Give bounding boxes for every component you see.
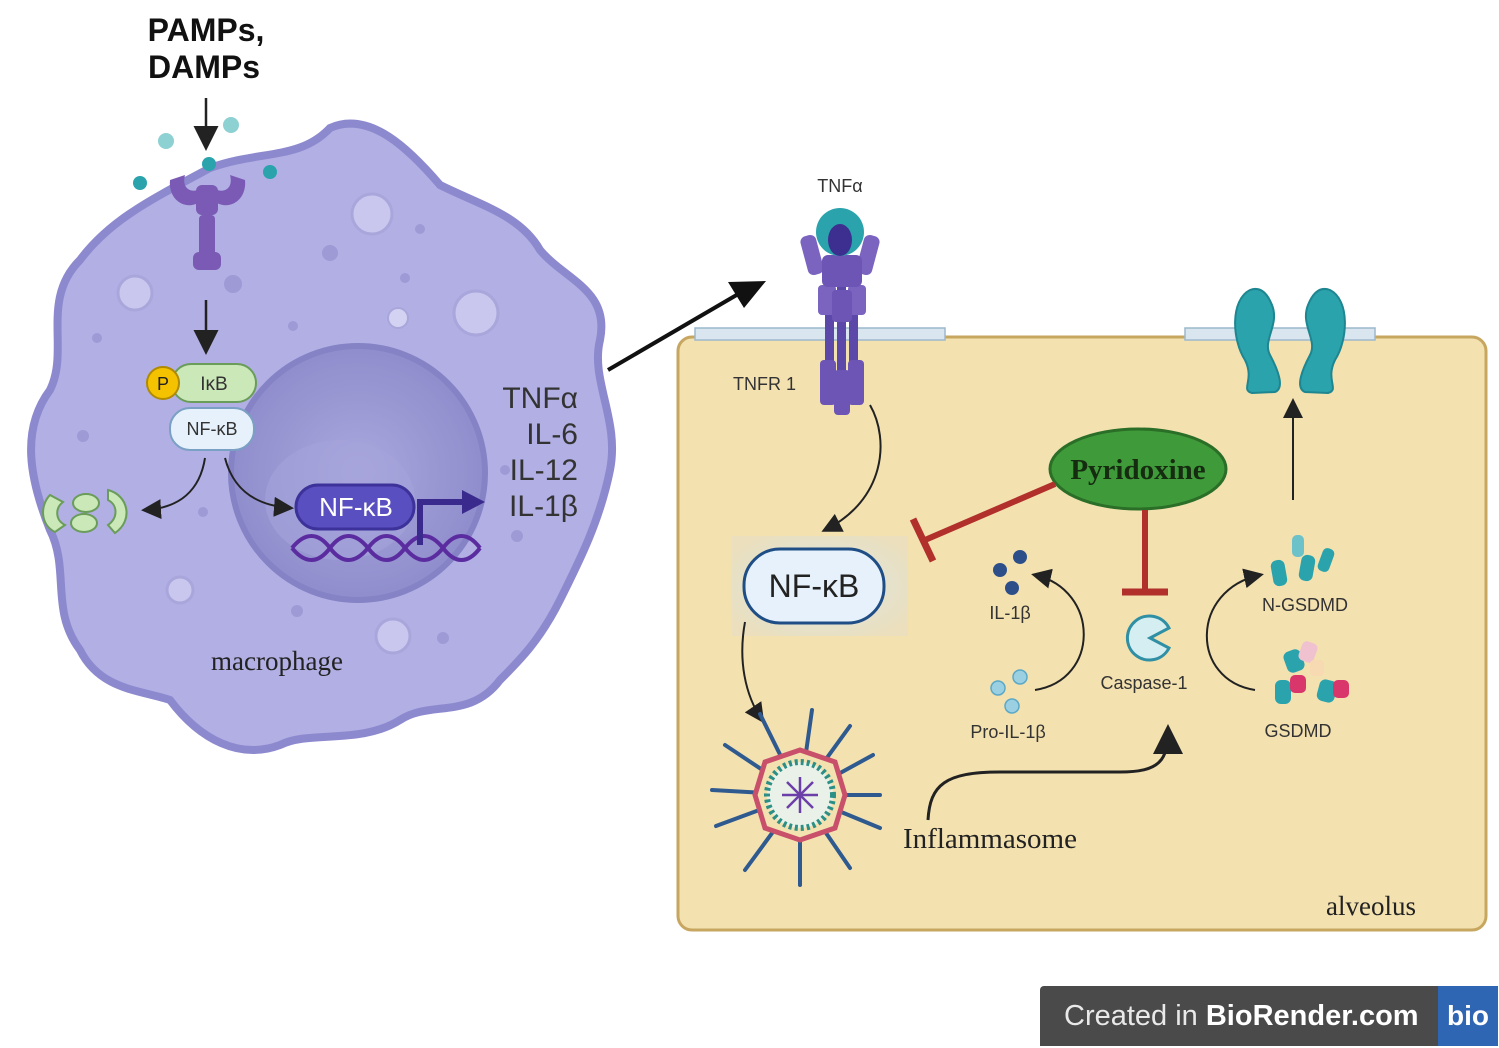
badge-text: Created in BioRender.com xyxy=(1040,1000,1438,1033)
vesicle xyxy=(387,307,409,329)
vesicle xyxy=(116,274,154,312)
cytokine-item: TNFα xyxy=(502,382,578,415)
biorender-badge[interactable]: Created in BioRender.com bio xyxy=(1040,986,1498,1046)
nfkb-box xyxy=(742,547,886,625)
il1b-icon xyxy=(993,550,1027,595)
vesicle xyxy=(165,575,195,605)
inflammasome-label: Inflammasome xyxy=(903,823,1077,855)
nfkb-complex-box xyxy=(169,407,255,451)
inflammasome-to-caspase-arrow xyxy=(926,724,1183,821)
dna-icon xyxy=(290,534,482,562)
pro-il1b-icon xyxy=(990,669,1028,714)
granule xyxy=(511,530,523,542)
gsdmd-pore-icon xyxy=(1234,287,1346,395)
degraded-ikb-icon xyxy=(42,488,128,535)
nfkb-nucleus-box xyxy=(294,483,416,531)
n-gsdmd-label: N-GSDMD xyxy=(1262,595,1348,615)
membrane-segment xyxy=(694,327,946,341)
secretion-arrow xyxy=(606,291,742,372)
cytokine-list: TNFα IL-6 IL-12 IL-1β xyxy=(502,382,578,523)
pamp-particle xyxy=(223,117,239,133)
tnfr1-label: TNFR 1 xyxy=(733,374,796,394)
transcription-arrow-icon xyxy=(417,499,465,545)
n-gsdmd-icon xyxy=(1270,535,1335,587)
pyridoxine-label: Pyridoxine xyxy=(1070,454,1205,486)
badge-prefix: Created in xyxy=(1064,999,1206,1032)
macrophage-cell: NF-κB IκB P NF-κB xyxy=(27,98,617,754)
pamp-particle xyxy=(133,176,147,190)
ikb-label: IκB xyxy=(200,374,227,395)
granule xyxy=(288,321,298,331)
tnfa-ligand-label: TNFα xyxy=(817,176,862,196)
secretion-arrowhead-icon xyxy=(728,281,766,308)
pamp-particle xyxy=(202,157,216,171)
alveolus-cell: TNFα TNFR 1 NF-κB xyxy=(676,176,1488,932)
tlr-receptor-icon xyxy=(169,175,246,270)
granule xyxy=(77,430,89,442)
vesicle xyxy=(350,192,394,236)
macrophage-label: macrophage xyxy=(211,646,343,676)
degradation-arrow xyxy=(141,457,206,520)
pamp-particle xyxy=(158,133,174,149)
nfkb-complex-label: NF-κB xyxy=(187,419,238,439)
gsdmd-label: GSDMD xyxy=(1265,721,1332,741)
granule xyxy=(291,605,303,617)
granule xyxy=(224,275,242,293)
granule xyxy=(400,273,410,283)
transcription-arrowhead-icon xyxy=(462,490,485,514)
stimulus-label-line1: PAMPs, xyxy=(148,12,265,48)
phospho-badge xyxy=(146,366,180,400)
granule xyxy=(415,224,425,234)
stimulus-label-line2: DAMPs xyxy=(148,49,260,85)
il1b-cleavage-arrow xyxy=(1031,568,1085,691)
inhibit-nfkb-bar xyxy=(909,517,937,563)
caspase-1-label: Caspase-1 xyxy=(1100,673,1187,693)
nfkb-nucleus-label: NF-κB xyxy=(319,492,393,522)
cytokine-item: IL-12 xyxy=(510,454,578,487)
gsdmd-icon xyxy=(1275,641,1349,704)
granule xyxy=(198,507,208,517)
pro-il1b-label: Pro-IL-1β xyxy=(970,722,1045,742)
cytokine-item: IL-1β xyxy=(509,490,578,523)
cytokine-item: IL-6 xyxy=(526,418,578,451)
alveolus-box xyxy=(676,335,1488,932)
translocation-arrow xyxy=(224,457,294,517)
inhibit-nfkb-line xyxy=(923,481,1057,543)
granule xyxy=(322,245,338,261)
alveolus-label: alveolus xyxy=(1326,891,1416,921)
granule xyxy=(437,632,449,644)
gsdmd-cleavage-arrow xyxy=(1205,568,1264,691)
tnfr1-receptor-icon xyxy=(800,208,880,415)
badge-brand: BioRender.com xyxy=(1205,999,1419,1032)
vesicle xyxy=(374,617,412,655)
pyridoxine-ellipse xyxy=(1048,427,1228,511)
nfkb-to-inflammasome-arrow xyxy=(741,621,765,724)
biorender-logo-icon: bio xyxy=(1438,986,1498,1046)
granule xyxy=(500,465,510,475)
il1b-label: IL-1β xyxy=(989,603,1030,623)
inflammasome-icon xyxy=(710,708,882,887)
caspase-1-icon xyxy=(1125,614,1172,662)
pamp-particle xyxy=(263,165,277,179)
nfkb-label: NF-κB xyxy=(769,568,860,604)
tnfr-to-nfkb-arrow xyxy=(821,404,882,532)
vesicle xyxy=(452,289,500,337)
granule xyxy=(92,333,102,343)
phospho-label: P xyxy=(157,374,169,394)
membrane-segment xyxy=(1184,327,1376,341)
